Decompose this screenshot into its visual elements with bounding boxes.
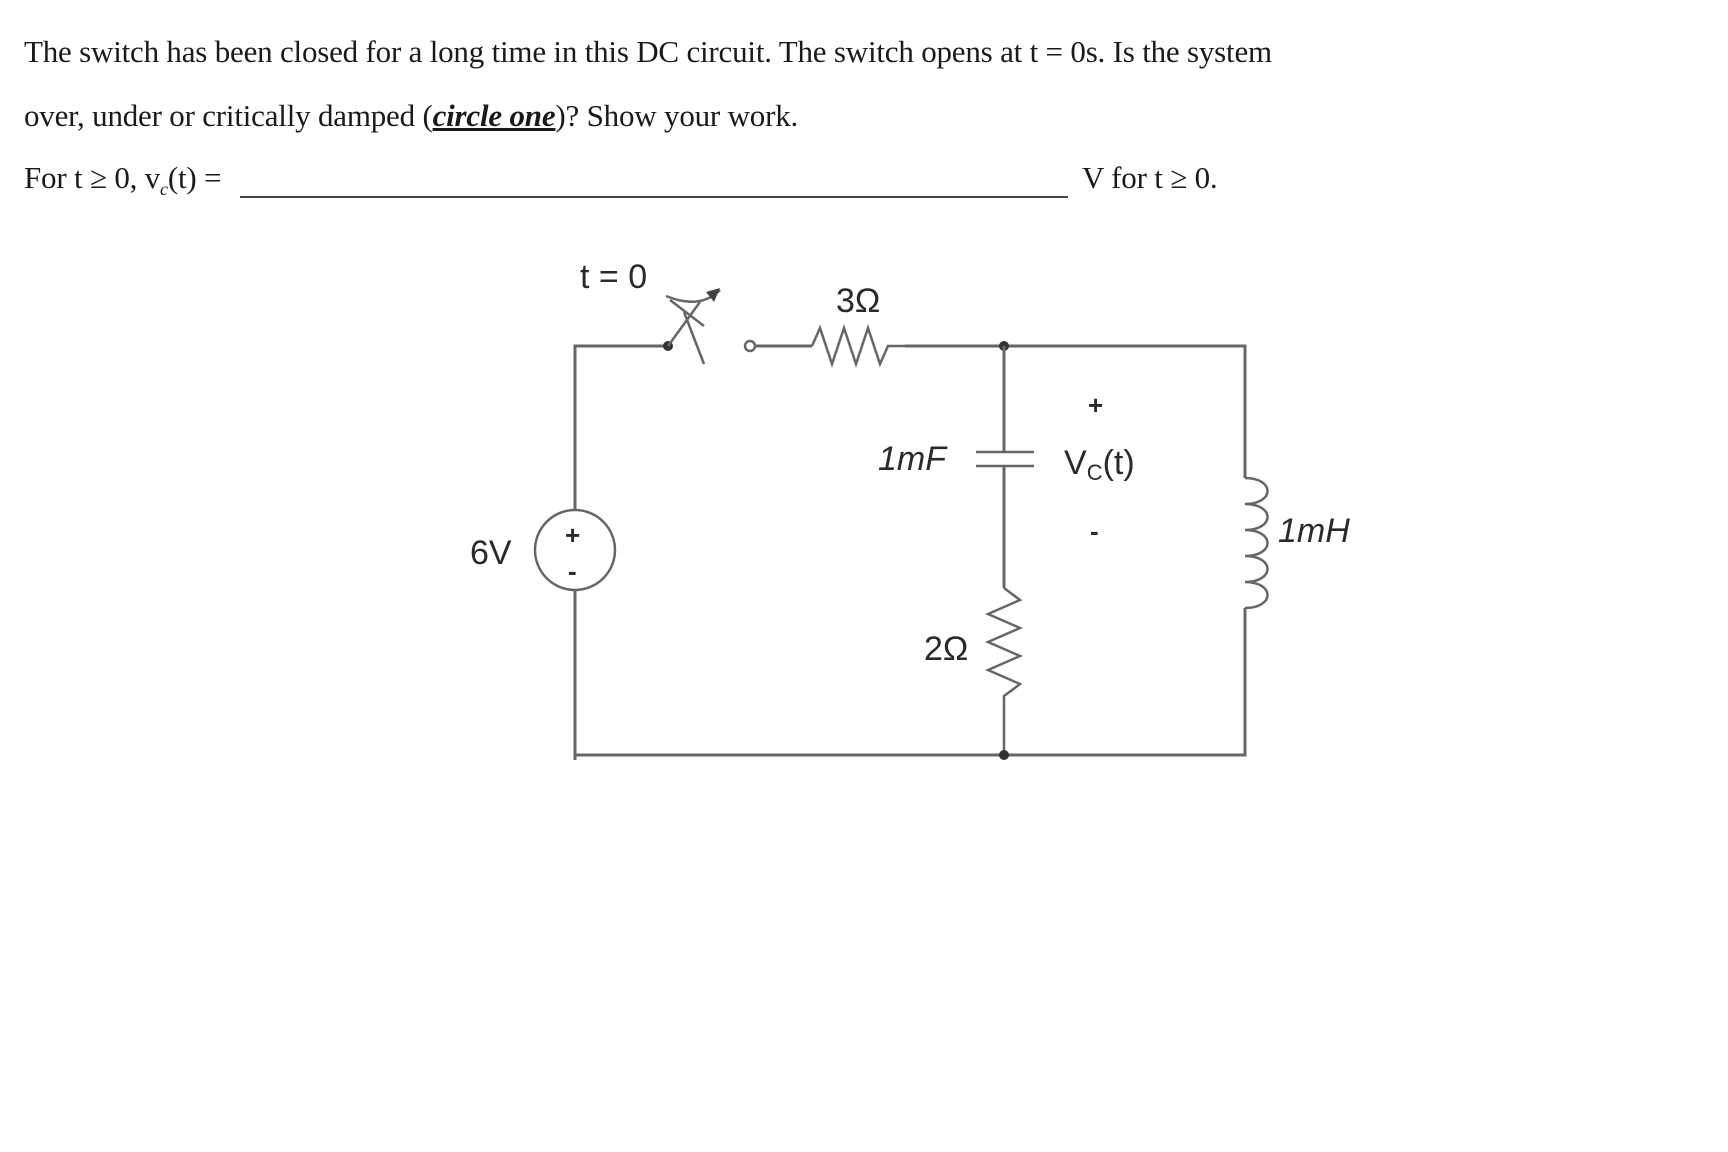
switch-label: t = 0 bbox=[580, 258, 647, 296]
answer-blank[interactable] bbox=[240, 160, 1068, 198]
inductor-label: 1mH bbox=[1278, 512, 1350, 550]
switch bbox=[663, 288, 812, 365]
question-line-2: over, under or critically damped (circle… bbox=[24, 98, 798, 134]
voltage-source: + - bbox=[533, 508, 617, 592]
wire-gap-mask bbox=[570, 760, 582, 800]
vc-label: VC(t) bbox=[1064, 444, 1135, 485]
answer-subscript: c bbox=[160, 179, 168, 200]
node-bottom bbox=[999, 750, 1009, 760]
vc-minus: - bbox=[1090, 516, 1099, 546]
resistor-2ohm bbox=[984, 587, 1024, 755]
question-line-2-suffix: )? Show your work. bbox=[555, 98, 799, 133]
wire-bottom bbox=[573, 608, 1247, 790]
wire-top bbox=[905, 344, 1247, 478]
resistor-3ohm bbox=[810, 324, 905, 368]
answer-prefix: For t ≥ 0, v bbox=[24, 160, 161, 195]
answer-unit: V for t ≥ 0. bbox=[1082, 160, 1218, 195]
question-line-2-prefix: over, under or critically damped ( bbox=[24, 98, 433, 133]
inductor-1mH bbox=[1244, 476, 1269, 610]
circle-one-emphasis: circle one bbox=[432, 98, 556, 133]
source-plus: + bbox=[565, 520, 580, 550]
resistor-2ohm-label: 2Ω bbox=[924, 630, 968, 668]
resistor-3ohm-label: 3Ω bbox=[836, 282, 880, 320]
source-label: 6V bbox=[470, 534, 512, 572]
vc-plus: + bbox=[1088, 390, 1103, 420]
question-line-1: The switch has been closed for a long ti… bbox=[24, 34, 1272, 69]
capacitor-label: 1mF bbox=[878, 440, 948, 478]
answer-line: For t ≥ 0, vc(t) = V for t ≥ 0. bbox=[24, 160, 1324, 200]
source-minus: - bbox=[568, 556, 577, 586]
answer-mid: (t) = bbox=[167, 160, 222, 195]
